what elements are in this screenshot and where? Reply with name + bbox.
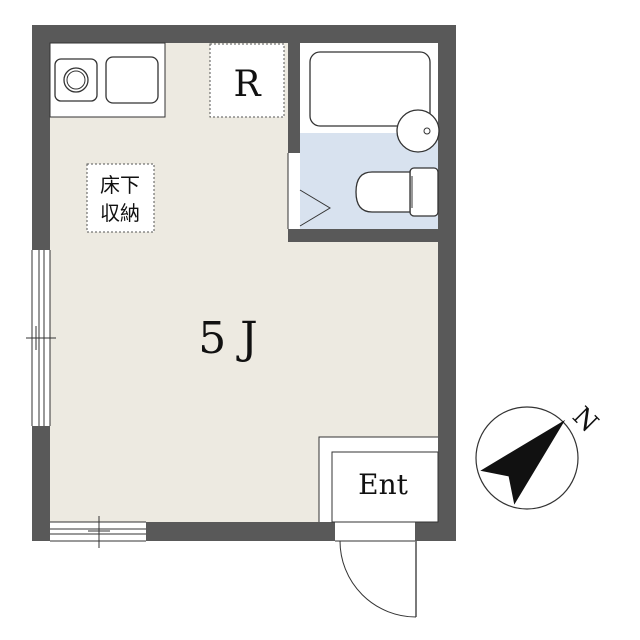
sink-icon xyxy=(54,58,98,102)
washbasin-icon xyxy=(396,109,440,153)
north-arrow-icon xyxy=(480,419,566,505)
refrigerator-label: R xyxy=(233,64,261,105)
room-size-label: 5 J xyxy=(198,313,258,364)
entrance-label: Ent xyxy=(358,468,408,501)
kitchen-counter xyxy=(49,42,166,118)
underfloor-storage-label-2: 収納 xyxy=(100,201,140,225)
compass: N xyxy=(475,401,604,510)
entrance-step-line xyxy=(318,436,438,522)
toilet-icon xyxy=(355,167,439,217)
bathroom-door-swing-icon xyxy=(299,189,331,227)
main-room-floor xyxy=(50,43,288,522)
entrance-door-swing-icon xyxy=(339,540,417,618)
shoe-cabinet xyxy=(331,451,439,523)
refrigerator-space xyxy=(209,43,285,118)
bathtub-icon xyxy=(309,51,431,127)
underfloor-storage xyxy=(86,163,155,233)
stove-icon xyxy=(105,56,159,104)
underfloor-storage-label-1: 床下 xyxy=(100,173,140,197)
bathroom-door-opening xyxy=(288,153,300,229)
entrance-door-opening xyxy=(335,522,415,541)
